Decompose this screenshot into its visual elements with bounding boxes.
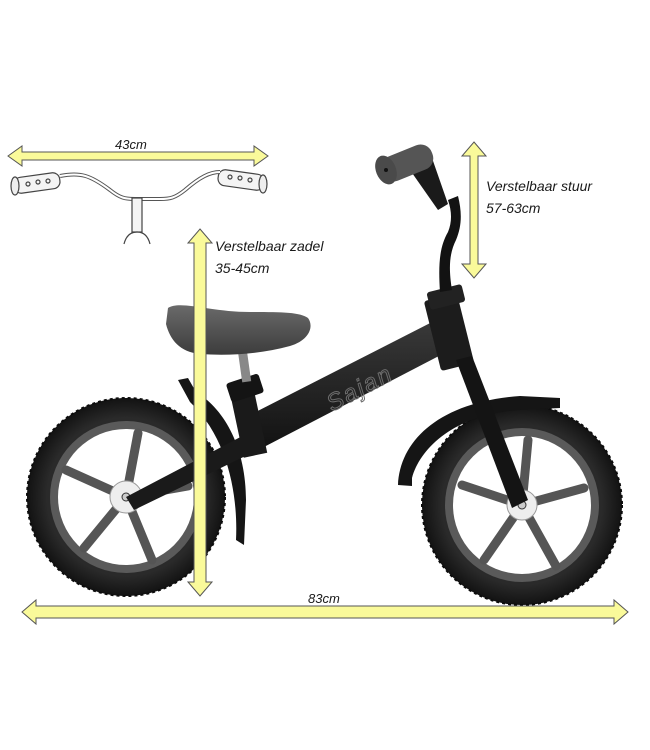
handlebar-width-arrow-icon xyxy=(7,145,269,167)
front-wheel xyxy=(421,404,623,606)
saddle-height-arrow-icon xyxy=(186,228,214,597)
handlebar-height-value: 57-63cm xyxy=(486,200,541,216)
total-length-label: 83cm xyxy=(308,591,340,606)
saddle xyxy=(166,305,311,355)
saddle-height-title: Verstelbaar zadel xyxy=(215,238,324,254)
handlebar-height-arrow-icon xyxy=(460,141,488,279)
handlebar-width-label: 43cm xyxy=(115,137,147,152)
handlebar-height-title: Verstelbaar stuur xyxy=(486,178,593,194)
saddle-height-value: 35-45cm xyxy=(215,260,270,276)
total-length-arrow-icon xyxy=(21,598,629,626)
handlebar-sketch-icon xyxy=(10,169,268,245)
